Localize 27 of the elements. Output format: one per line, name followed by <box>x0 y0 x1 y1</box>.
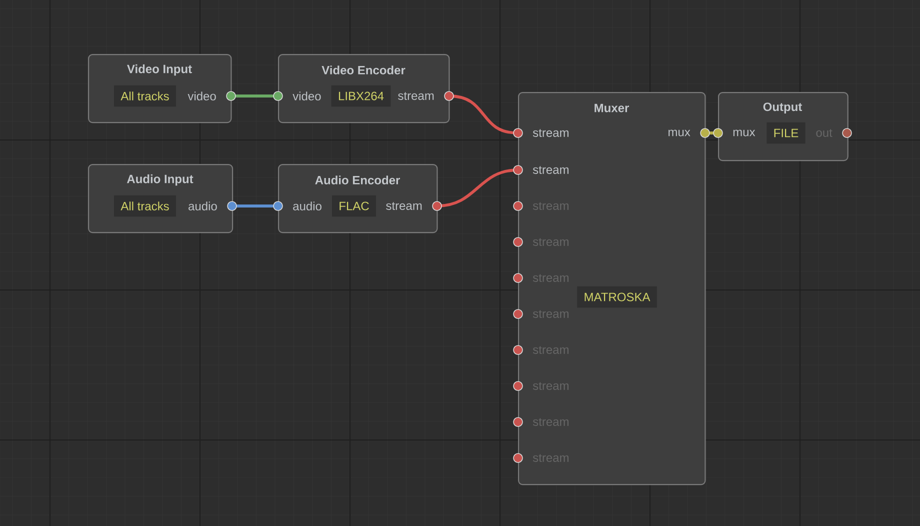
connector <box>227 201 283 211</box>
node-title: Muxer <box>594 104 629 112</box>
port-label: audio <box>293 202 322 210</box>
node-title: Output <box>763 102 802 114</box>
node-title: Video Encoder <box>322 66 406 74</box>
port-label: stream <box>532 129 568 137</box>
port-label: video <box>188 92 216 100</box>
connector <box>432 165 523 211</box>
connector <box>226 91 283 101</box>
port-label: stream <box>532 166 568 174</box>
value-box: All tracks <box>114 195 176 217</box>
value-box: MATROSKA <box>577 286 657 308</box>
port-label: stream <box>386 202 422 210</box>
value-box: FLAC <box>332 195 376 217</box>
value-box: FILE <box>766 122 806 144</box>
node-title: Video Input <box>127 64 192 76</box>
node-title: Audio Encoder <box>315 176 400 184</box>
value-box: All tracks <box>114 85 176 107</box>
port-label: stream <box>398 92 434 100</box>
port-label: video <box>292 92 321 100</box>
port-label: audio <box>188 202 217 210</box>
connector <box>700 128 723 138</box>
port-label: mux <box>733 130 756 136</box>
port-label: mux <box>668 130 690 136</box>
value-box: LIBX264 <box>331 85 391 107</box>
connector <box>444 91 523 138</box>
node-title: Audio Input <box>126 174 194 186</box>
